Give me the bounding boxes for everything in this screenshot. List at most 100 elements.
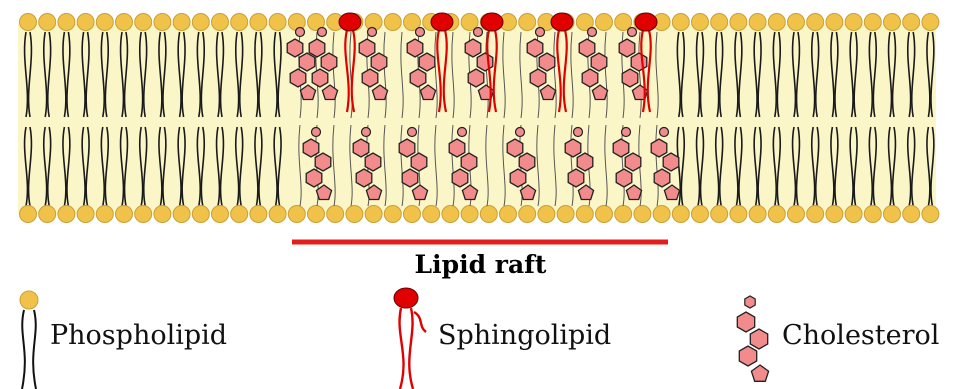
phospholipid-head	[749, 206, 766, 223]
cholesterol-ring	[353, 139, 369, 157]
cholesterol-ring	[651, 139, 667, 157]
cholesterol-icon	[737, 312, 754, 332]
sphingolipid-icon-tail	[414, 312, 426, 332]
cholesterol-hydroxyl	[588, 28, 597, 37]
cholesterol-ring	[631, 53, 647, 71]
phospholipid-head	[154, 206, 171, 223]
phospholipid-head	[692, 14, 709, 31]
phospholipid-head	[903, 206, 920, 223]
legend-label-phospholipid: Phospholipid	[50, 320, 227, 351]
phospholipid-head	[192, 206, 209, 223]
phospholipid-head	[96, 206, 113, 223]
phospholipid-head	[480, 206, 497, 223]
cholesterol-hydroxyl	[458, 128, 467, 137]
cholesterol-icon	[745, 296, 755, 308]
cholesterol-ring	[299, 53, 315, 71]
cholesterol-hydroxyl	[660, 128, 669, 137]
phospholipid-head	[519, 206, 536, 223]
cholesterol-ring	[359, 39, 375, 57]
cholesterol-ring	[654, 169, 670, 187]
phospholipid-head	[864, 14, 881, 31]
legend-label-sphingolipid: Sphingolipid	[438, 320, 611, 351]
cholesterol-hydroxyl	[536, 28, 545, 37]
phospholipid-head	[346, 206, 363, 223]
phospholipid-head	[173, 14, 190, 31]
cholesterol-ring	[402, 169, 418, 187]
sphingolipid-icon	[394, 288, 418, 308]
phospholipid-head	[39, 206, 56, 223]
cholesterol-ring	[465, 39, 481, 57]
cholesterol-icon	[750, 329, 767, 349]
cholesterol-ring	[399, 139, 415, 157]
phospholipid-head	[730, 206, 747, 223]
phospholipid-head	[192, 14, 209, 31]
sphingolipid-head	[431, 13, 453, 31]
phospholipid-head	[20, 206, 37, 223]
phospholipid-head	[173, 206, 190, 223]
cholesterol-hydroxyl	[368, 28, 377, 37]
cholesterol-ring	[362, 69, 378, 87]
phospholipid-head	[903, 14, 920, 31]
cholesterol-ring	[477, 53, 493, 71]
phospholipid-head	[884, 206, 901, 223]
phospholipid-head	[212, 206, 229, 223]
phospholipid-head	[519, 14, 536, 31]
cholesterol-ring	[452, 169, 468, 187]
cholesterol-ring	[519, 153, 535, 171]
phospholipid-head	[58, 206, 75, 223]
phospholipid-head	[500, 206, 517, 223]
phospholipid-head	[442, 206, 459, 223]
phospholipid-head	[461, 206, 478, 223]
phospholipid-head	[826, 206, 843, 223]
phospholipid-head	[308, 206, 325, 223]
phospholipid-head	[672, 14, 689, 31]
phospholipid-head	[884, 14, 901, 31]
lipid-raft-label: Lipid raft	[0, 250, 961, 279]
phospholipid-head	[154, 14, 171, 31]
cholesterol-ring	[287, 39, 303, 57]
cholesterol-ring	[449, 139, 465, 157]
phospholipid-head	[711, 206, 728, 223]
sphingolipid-head	[635, 13, 657, 31]
cholesterol-ring	[468, 69, 484, 87]
cholesterol-ring	[315, 153, 331, 171]
phospholipid-head	[20, 14, 37, 31]
cholesterol-hydroxyl	[318, 28, 327, 37]
cholesterol-icon	[739, 346, 756, 366]
phospholipid-head	[231, 206, 248, 223]
phospholipid-head	[58, 14, 75, 31]
phospholipid-head	[116, 14, 133, 31]
phospholipid-head	[768, 206, 785, 223]
cholesterol-ring	[539, 53, 555, 71]
cholesterol-ring	[591, 53, 607, 71]
phospholipid-head	[922, 14, 939, 31]
sphingolipid-icon-tail	[400, 308, 404, 389]
cholesterol-ring	[527, 39, 543, 57]
phospholipid-head	[615, 206, 632, 223]
cholesterol-ring	[411, 153, 427, 171]
cholesterol-hydroxyl	[408, 128, 417, 137]
phospholipid-head	[653, 206, 670, 223]
cholesterol-hydroxyl	[296, 28, 305, 37]
phospholipid-icon-tail	[33, 310, 36, 389]
sphingolipid-head	[481, 13, 503, 31]
phospholipid-head	[845, 206, 862, 223]
cholesterol-ring	[579, 39, 595, 57]
sphingolipid-head	[339, 13, 361, 31]
cholesterol-hydroxyl	[516, 128, 525, 137]
phospholipid-head	[807, 206, 824, 223]
cholesterol-ring	[461, 153, 477, 171]
phospholipid-head	[672, 206, 689, 223]
phospholipid-head	[596, 14, 613, 31]
cholesterol-ring	[625, 153, 641, 171]
phospholipid-head	[711, 14, 728, 31]
phospholipid-head	[845, 14, 862, 31]
cholesterol-ring	[613, 139, 629, 157]
phospholipid-head	[327, 206, 344, 223]
phospholipid-head	[576, 206, 593, 223]
phospholipid-head	[212, 14, 229, 31]
phospholipid-head	[77, 14, 94, 31]
phospholipid-head	[692, 206, 709, 223]
cholesterol-ring	[619, 39, 635, 57]
cholesterol-hydroxyl	[622, 128, 631, 137]
